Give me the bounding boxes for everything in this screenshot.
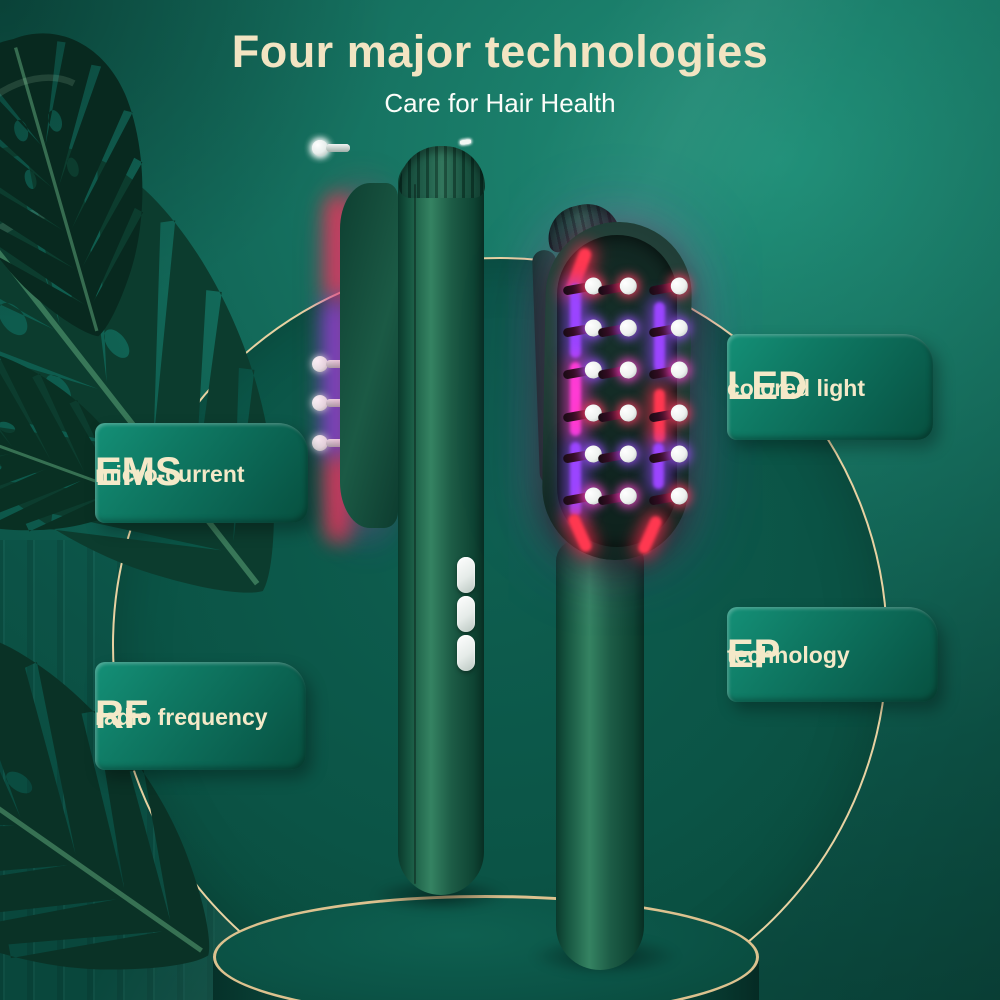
magenta-light-strip [570, 362, 581, 436]
pin-ball-tip [669, 486, 690, 506]
callout-ep-sublabel: technology [727, 642, 850, 668]
pin-stem [326, 360, 350, 368]
purple-light-strip [653, 443, 664, 489]
indicator-light [459, 139, 472, 145]
pin-ball-tip [669, 276, 690, 296]
pin-ball-tip [618, 444, 639, 464]
callout-ems: EMS micro-current [95, 423, 308, 523]
purple-light-strip [570, 284, 581, 358]
comb-pin [312, 395, 350, 411]
pin-ball-tip [312, 356, 328, 372]
pin-ball-tip [618, 276, 639, 296]
pin-ball-tip [618, 486, 639, 506]
page-title: Four major technologies [231, 26, 769, 77]
pin-ball-tip [669, 360, 690, 380]
callout-ep: EP technology [727, 607, 938, 702]
callout-led-sublabel: colored light [727, 374, 865, 401]
callout-rf-sublabel: radio frequency [95, 703, 268, 730]
comb-pin [312, 356, 350, 372]
page-subtitle: Care for Hair Health [384, 88, 616, 118]
callout-led: LED colored light [727, 334, 933, 440]
pin-ball-tip [669, 403, 690, 423]
mode-button [457, 596, 475, 632]
device-handle [556, 540, 644, 970]
pin-ball-tip [312, 140, 328, 156]
callout-rf: RF radio frequency [95, 662, 306, 770]
pin-ball-tip [618, 403, 639, 423]
comb-pin [312, 140, 350, 156]
power-button [457, 557, 475, 593]
level-button [457, 635, 475, 671]
pin-ball-tip [312, 435, 328, 451]
handle-seam [414, 184, 416, 884]
callout-ep-label: EP [727, 631, 781, 676]
purple-light-strip [654, 302, 665, 372]
callout-rf-label: RF [95, 693, 149, 738]
comb-pin [312, 435, 350, 451]
pin-ball-tip [669, 318, 690, 338]
callout-ems-sublabel: micro-current [95, 460, 245, 487]
callout-led-label: LED [727, 364, 807, 409]
comb-device-front-view [520, 185, 750, 985]
device-top-cap [399, 146, 485, 198]
purple-light-strip [570, 442, 581, 516]
comb-head-side [340, 183, 398, 528]
pin-stem [326, 399, 350, 407]
pin-stem [326, 144, 350, 152]
callout-ems-label: EMS [95, 450, 182, 495]
comb-device-side-view [310, 139, 510, 920]
pin-ball-tip [618, 360, 639, 380]
pin-stem [326, 439, 350, 447]
device-handle [398, 158, 484, 895]
pin-ball-tip [618, 318, 639, 338]
pin-ball-tip [669, 444, 690, 464]
pin-ball-tip [312, 395, 328, 411]
